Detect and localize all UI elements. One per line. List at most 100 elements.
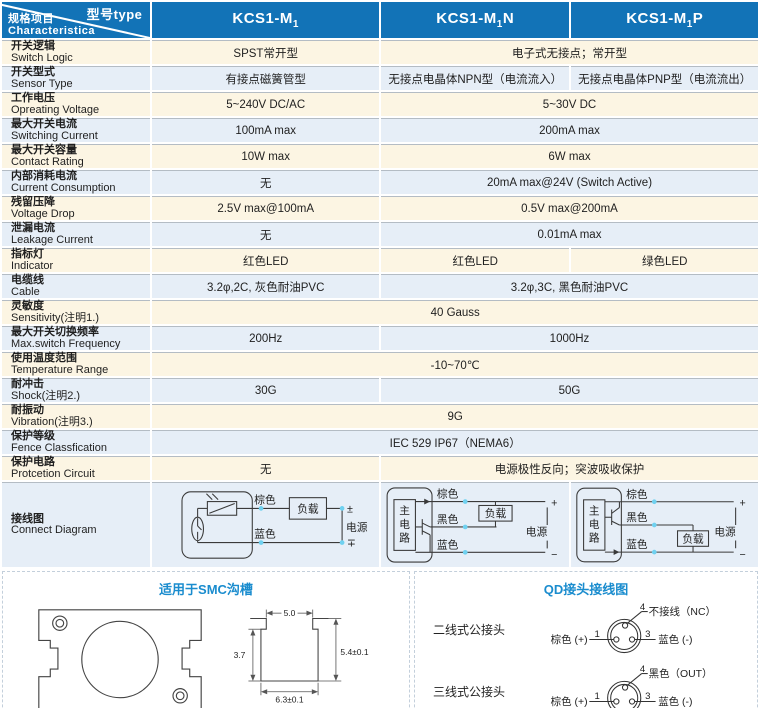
row-label-zh: 接线图 [11, 512, 44, 525]
row-label-en: Sensor Type [11, 77, 73, 90]
pin4-number: 4 [640, 664, 646, 675]
row-label-zh: 残留压降 [11, 196, 55, 208]
dim-left: 3.7 [234, 650, 246, 660]
wire-label-blue: 蓝色 [255, 528, 277, 541]
spec-value: 绿色LED [571, 248, 758, 272]
row-label-zh: 开关型式 [11, 66, 55, 78]
corner-type-label: 型号type [86, 7, 143, 22]
connector-row-2wire: 二线式公接头 棕色 (+) 1 3 蓝色 (-) 4 不接线（NC） [415, 598, 757, 660]
row-label-en: Contact Rating [11, 155, 84, 168]
row-label-en: Protcetion Circuit [11, 467, 95, 480]
connector-row-3wire: 三线式公接头 棕色 (+) 1 3 蓝色 (-) 4 黑色（OUT） [415, 660, 757, 708]
spec-value: 电源极性反向；突波吸收保护 [380, 456, 758, 480]
spec-value: 100mA max [152, 118, 379, 142]
terminal-plus: + [740, 498, 746, 510]
main-circuit-char: 电 [399, 518, 410, 531]
dim-bottom: 6.3±0.1 [275, 694, 303, 704]
pin1-number: 1 [595, 691, 600, 702]
spec-value: 1000Hz [380, 326, 758, 350]
main-circuit-char: 电 [589, 518, 600, 531]
bottom-section: 适用于SMC沟槽 [2, 571, 758, 708]
row-label-en: Shock(注明2.) [11, 389, 81, 402]
power-label: 电源 [346, 521, 368, 534]
row-label-en: Sensitivity(注明1.) [11, 311, 100, 324]
spec-value: 电子式无接点；常开型 [380, 40, 758, 64]
pin3-label: 蓝色 (-) [658, 695, 692, 708]
spec-value: 9G [152, 404, 758, 428]
spec-value: 5~30V DC [380, 92, 758, 116]
row-label-zh: 灵敏度 [11, 300, 44, 312]
pin1-label: 棕色 (+) [551, 695, 588, 708]
row-label-zh: 泄漏电流 [11, 222, 55, 234]
spec-value: -10~70℃ [152, 352, 758, 376]
smc-groove-title: 适用于SMC沟槽 [159, 582, 253, 597]
row-label-en: Fence Classfication [11, 441, 107, 454]
dim-right: 5.4±0.1 [340, 647, 368, 657]
row-label-en: Switch Logic [11, 51, 73, 64]
spec-value: SPST常开型 [152, 40, 379, 64]
row-label-en: Opreating Voltage [11, 103, 100, 116]
row-label-zh: 最大开关切换频率 [11, 326, 99, 338]
wire-label-brown: 棕色 [627, 488, 649, 501]
main-circuit-char: 路 [399, 532, 410, 545]
spec-value: 无接点电晶体PNP型（电流流出） [571, 66, 758, 90]
row-label-en: Voltage Drop [11, 207, 75, 220]
row-label-en: Current Consumption [11, 181, 116, 194]
pin3-number: 3 [645, 691, 650, 702]
row-label-zh: 保护电路 [11, 456, 55, 468]
wire-label-blue: 蓝色 [627, 538, 649, 551]
connector-name: 三线式公接头 [433, 684, 506, 699]
pin4-label: 不接线（NC） [649, 605, 716, 618]
load-label: 负载 [298, 502, 320, 515]
terminal-minus: − [551, 549, 557, 561]
header-row: 型号type 规格项目 Characteristica KCS1-M1 KCS1… [2, 2, 758, 38]
row-label-en: Leakage Current [11, 233, 93, 246]
row-label-en: Connect Diagram [11, 524, 97, 536]
pin1-number: 1 [595, 629, 600, 640]
terminal-minus: − [740, 549, 746, 561]
row-label-en: Indicator [11, 259, 54, 272]
spec-value: 红色LED [152, 248, 379, 272]
spec-value: 5~240V DC/AC [152, 92, 379, 116]
spec-value: 200Hz [152, 326, 379, 350]
pin4-label: 黑色（OUT） [649, 667, 713, 680]
spec-value: 30G [152, 378, 379, 402]
row-label-zh: 使用温度范围 [11, 352, 77, 364]
spec-value: 10W max [152, 144, 379, 168]
load-label: 负载 [683, 532, 705, 545]
corner-spec-label: 规格项目 Characteristica [8, 13, 95, 37]
pin3-number: 3 [645, 629, 650, 640]
qd-connector-title: QD接头接线图 [543, 582, 629, 597]
smc-groove-panel: 适用于SMC沟槽 [2, 571, 410, 708]
row-label-zh: 保护等级 [11, 430, 55, 442]
power-label: 电源 [526, 526, 548, 539]
spec-value: 50G [380, 378, 758, 402]
load-label: 负载 [485, 507, 507, 520]
row-label-zh: 耐冲击 [11, 378, 44, 390]
row-label-en: Max.switch Frequency [11, 337, 121, 350]
pnp-wiring-diagram: 主 电 路 棕色 黑色 蓝色 负载 + − 电源 [576, 487, 746, 563]
spec-value: 红色LED [380, 248, 570, 272]
wiring-diagram-npn: 主 电 路 棕色 黑色 蓝色 负载 + − 电源 [380, 482, 570, 567]
wiring-diagram-pnp: 主 电 路 棕色 黑色 蓝色 负载 + − 电源 [571, 482, 758, 567]
corner-header: 型号type 规格项目 Characteristica [2, 2, 151, 38]
npn-wiring-diagram: 主 电 路 棕色 黑色 蓝色 负载 + − 电源 [386, 487, 557, 563]
row-label-zh: 最大开关容量 [11, 144, 77, 156]
row-label-zh: 最大开关电流 [11, 118, 77, 130]
spec-value: IEC 529 IP67（NEMA6） [152, 430, 758, 454]
wire-label-black: 黑色 [627, 511, 649, 524]
row-label-zh: 指标灯 [11, 248, 44, 260]
main-circuit-char: 主 [399, 505, 410, 517]
dim-top: 5.0 [284, 608, 296, 618]
column-header-m1p: KCS1-M1P [571, 2, 758, 38]
